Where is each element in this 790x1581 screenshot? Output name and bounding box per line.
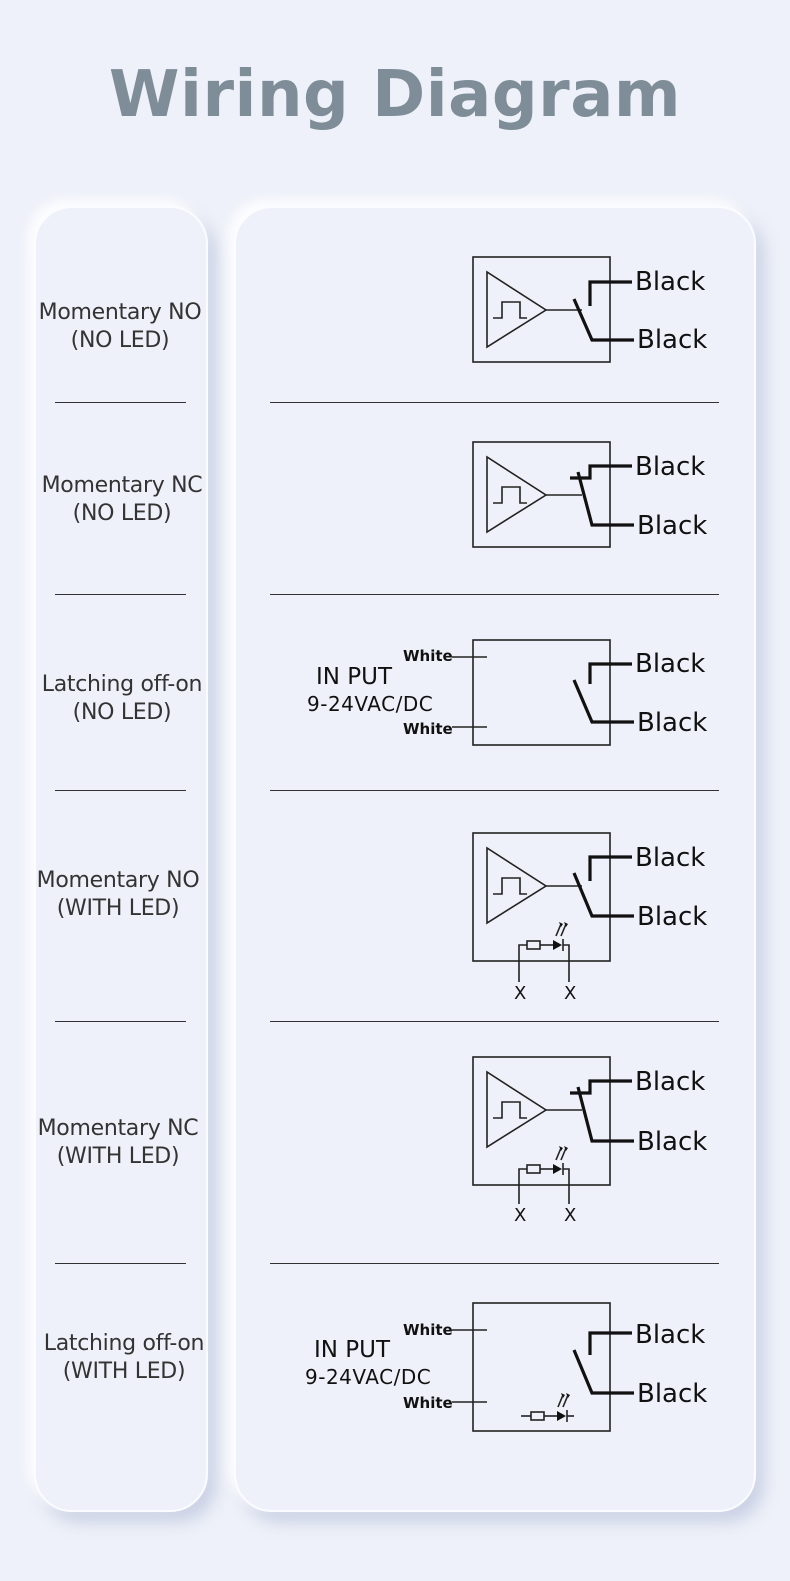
sensor-box [472, 832, 611, 962]
diagram-momentary-nc-led: X X Black Black [472, 1056, 707, 1226]
row-label-line1: Momentary NC [37, 1116, 199, 1141]
amplifier-icon [486, 455, 548, 534]
wire-label-bottom: Black [637, 1379, 707, 1409]
amplifier-icon [486, 1070, 548, 1149]
led-pin-left: X [514, 983, 526, 1004]
pulse-icon [493, 486, 527, 504]
led-pin-right: X [564, 983, 576, 1004]
row-label-line1: Latching off-on [41, 672, 203, 697]
relay-box [472, 639, 611, 746]
input-wire-label-bottom: White [403, 720, 453, 738]
input-wire-label-top: White [403, 1321, 453, 1339]
wire-label-top: Black [635, 1067, 705, 1097]
pulse-icon [493, 301, 527, 319]
switch-top-terminal [588, 1331, 632, 1355]
wire-label-bottom: Black [637, 708, 707, 738]
amplifier-icon [486, 846, 548, 925]
switch-contact [576, 471, 634, 527]
input-voltage: 9-24VAC/DC [305, 1365, 431, 1389]
switch-contact [576, 1086, 634, 1143]
resistor-icon [526, 1164, 541, 1174]
input-label: IN PUT [314, 1337, 391, 1363]
switch-contact [572, 872, 634, 918]
led-pin-left: X [514, 1205, 526, 1226]
row-label-line2: (NO LED) [72, 501, 172, 526]
wire-label-bottom: Black [637, 1127, 707, 1157]
row-label-line2: (NO LED) [72, 700, 172, 725]
row-label-line2: (WITH LED) [56, 1144, 180, 1169]
row-label-momentary-nc-led: Momentary NC (WITH LED) [18, 1115, 218, 1171]
row-label-line1: Momentary NO [36, 868, 200, 893]
input-voltage: 9-24VAC/DC [307, 692, 433, 716]
diagram-latching-led: White White IN PUT 9-24VAC/DC Black Blac… [305, 1302, 707, 1432]
led-circuit [518, 1146, 570, 1204]
diagram-latching: White White IN PUT 9-24VAC/DC Black Blac… [307, 639, 707, 746]
wire-label-bottom: Black [637, 325, 707, 355]
wire-label-top: Black [635, 1320, 705, 1350]
wire-label-top: Black [635, 267, 705, 297]
led-pin-right: X [564, 1205, 576, 1226]
label-panel [34, 206, 208, 1512]
page-title: Wiring Diagram [108, 58, 682, 132]
input-wire-label-top: White [403, 647, 453, 665]
left-divider [55, 1021, 186, 1022]
sensor-box [472, 256, 611, 363]
amplifier-icon [486, 270, 548, 349]
row-label-line1: Momentary NO [38, 300, 202, 325]
left-divider [55, 594, 186, 595]
led-circuit [518, 922, 570, 982]
diagram-momentary-no: Black Black [472, 256, 707, 363]
right-divider [270, 1263, 719, 1264]
input-label: IN PUT [316, 664, 393, 690]
wire-label-bottom: Black [637, 902, 707, 932]
left-divider [55, 1263, 186, 1264]
row-label-momentary-no: Momentary NO (NO LED) [20, 299, 220, 355]
led-circuit [521, 1393, 574, 1422]
switch-top-terminal [588, 662, 632, 684]
left-divider [55, 402, 186, 403]
sensor-box [472, 1056, 611, 1186]
switch-contact [572, 1349, 634, 1395]
relay-box [472, 1302, 611, 1432]
row-label-latching-led: Latching off-on (WITH LED) [24, 1330, 224, 1386]
row-label-momentary-no-led: Momentary NO (WITH LED) [18, 867, 218, 923]
switch-contact [572, 679, 634, 724]
input-wire-label-bottom: White [403, 1394, 453, 1412]
diagram-panel [234, 206, 756, 1512]
row-label-line2: (WITH LED) [56, 896, 180, 921]
led-icon [553, 1164, 562, 1174]
right-divider [270, 594, 719, 595]
led-icon [553, 940, 562, 950]
right-divider [270, 402, 719, 403]
wire-label-top: Black [635, 452, 705, 482]
row-label-line1: Momentary NC [41, 473, 203, 498]
left-divider [55, 790, 186, 791]
resistor-icon [530, 1411, 545, 1421]
diagram-momentary-no-led: X X Black Black [472, 832, 707, 1004]
wire-label-top: Black [635, 649, 705, 679]
right-divider [270, 1021, 719, 1022]
resistor-icon [526, 940, 541, 950]
wire-label-bottom: Black [637, 511, 707, 541]
right-divider [270, 790, 719, 791]
wire-label-top: Black [635, 843, 705, 873]
switch-top-terminal [588, 855, 632, 881]
switch-contact [572, 298, 634, 342]
sensor-box [472, 441, 611, 548]
pulse-icon [493, 1101, 527, 1119]
row-label-latching: Latching off-on (NO LED) [22, 671, 222, 727]
switch-top-terminal [588, 280, 632, 306]
row-label-line2: (WITH LED) [62, 1359, 186, 1384]
diagram-momentary-nc: Black Black [472, 441, 707, 548]
row-label-momentary-nc: Momentary NC (NO LED) [22, 472, 222, 528]
row-label-line1: Latching off-on [43, 1331, 205, 1356]
pulse-icon [493, 877, 527, 895]
led-icon [557, 1411, 566, 1421]
row-label-line2: (NO LED) [70, 328, 170, 353]
